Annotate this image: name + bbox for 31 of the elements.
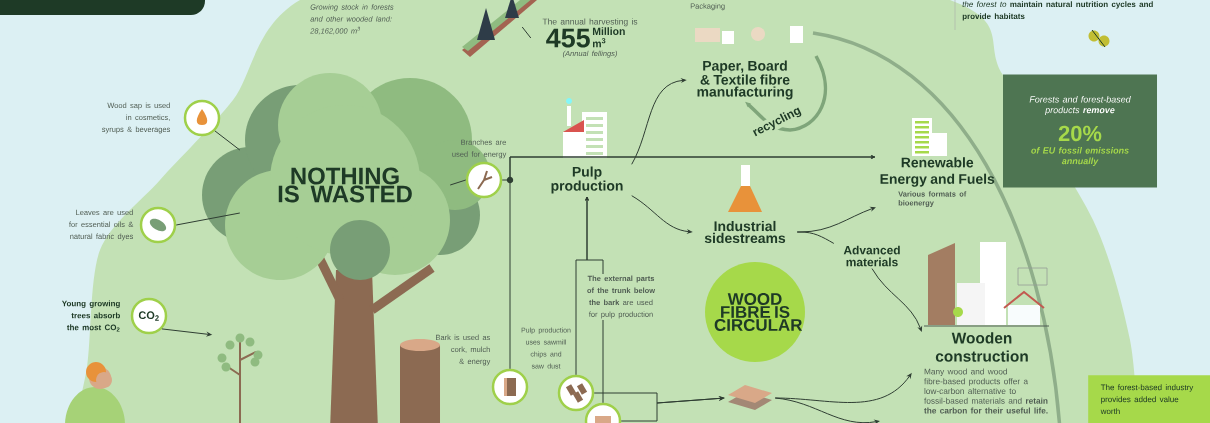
arrow [509,155,876,370]
arrow [745,55,827,132]
wood-chips-icon [557,374,595,412]
banner [0,0,205,15]
branch-icon [465,161,503,199]
arrow [631,195,692,234]
step-label: Advanced materials [843,245,900,267]
arrow [871,268,923,332]
circle-badge: WOOD FIBRE IS CIRCULAR [705,262,805,362]
forest-strip-drawing [462,0,537,57]
wood-board-drawing [728,385,772,410]
connector-line [521,26,532,39]
arrow [631,78,686,165]
wood-plank-icon [584,402,622,423]
arrow [161,328,212,337]
connector-line [214,130,241,151]
step-label: Industrial sidestreams [704,220,786,244]
drop-icon [183,99,221,137]
arrow [620,396,724,422]
arrow [774,397,880,423]
connector-line [449,179,467,186]
connector-line [175,212,241,226]
statistic-box: Forests and forest-based products remove 20% of EU fossil emissions annually [1003,74,1157,188]
bark-icon [491,368,529,406]
step-label: Wooden construction Many wood and wood fibre-based products offer a low-carbon alternative to fossil-based materials and retain the carbon for their useful life. [924,332,1048,414]
step-label: Paper, Board & Textile fibre manufacturing [697,60,793,100]
connector-line [796,231,835,244]
arrow [774,373,912,403]
step-label: Pulp production [551,166,623,194]
sapling-drawing [217,333,263,423]
leaf-icon [139,206,177,244]
